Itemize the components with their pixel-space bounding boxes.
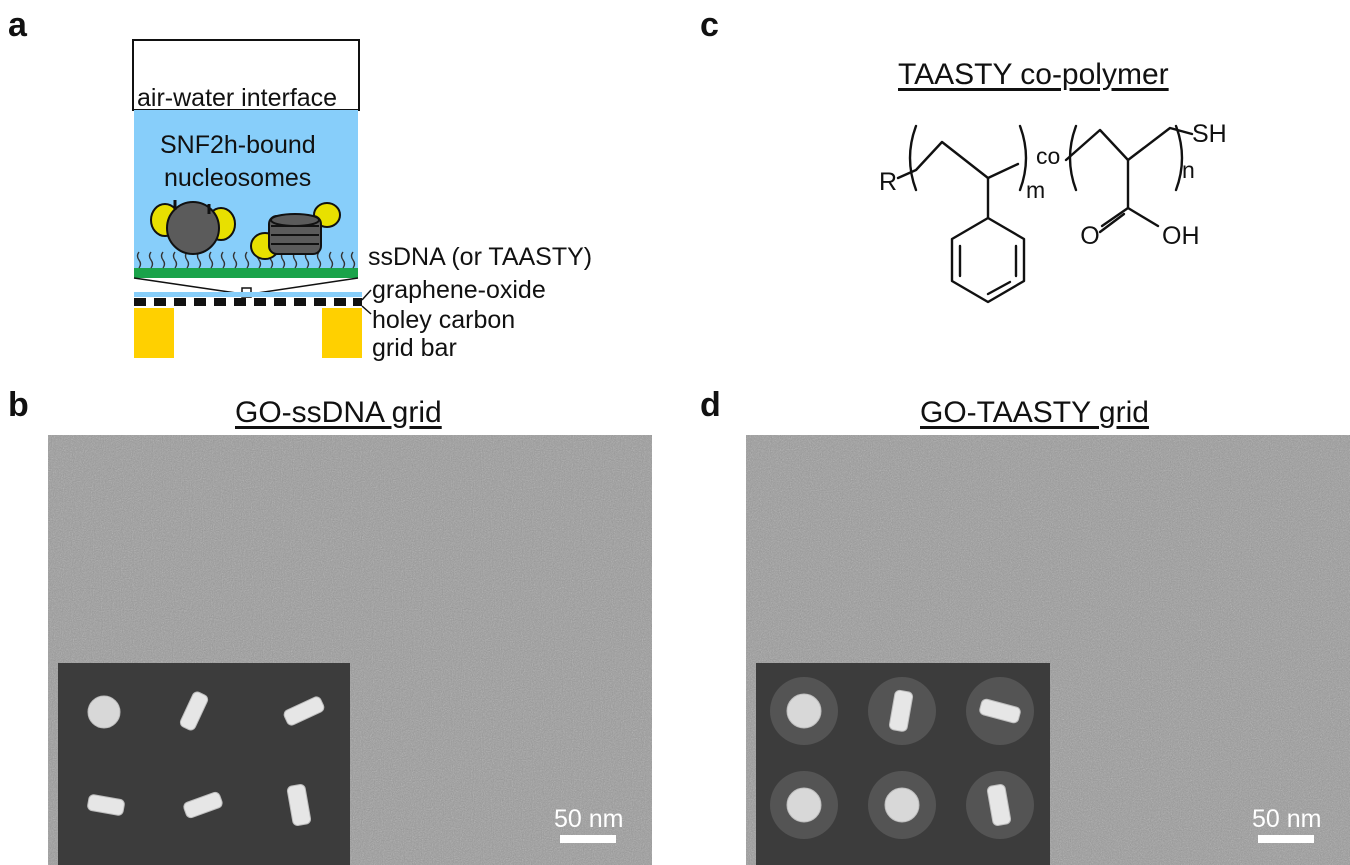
- holey-carbon-layer: [134, 298, 362, 306]
- air-water-interface-label: air-water interface: [137, 84, 338, 112]
- taasty-structure: R m co n SH O OH: [879, 120, 1227, 304]
- atom-sh: SH: [1192, 120, 1227, 148]
- air-region: [132, 39, 360, 111]
- taasty-title: TAASTY co-polymer: [898, 58, 1169, 91]
- ssdna-layer: [134, 268, 358, 278]
- panel-letter-b: b: [8, 386, 29, 424]
- subscript-m: m: [1026, 177, 1045, 203]
- subscript-n: n: [1182, 157, 1195, 183]
- nucleosomes-label: nucleosomes: [164, 164, 312, 192]
- graphene-oxide-label: graphene-oxide: [372, 276, 546, 304]
- panel-letter-d: d: [700, 386, 721, 424]
- grid-bar-left: [134, 308, 174, 358]
- scale-label-b: 50 nm: [554, 805, 624, 833]
- atom-co: co: [1036, 143, 1060, 169]
- class-average-particles: [87, 691, 325, 826]
- micrograph-d: 50 nm: [746, 435, 1350, 865]
- class-averages-inset-b: [58, 663, 350, 865]
- ssdna-label: ssDNA (or TAASTY): [368, 243, 593, 271]
- go-ssdna-title: GO-ssDNA grid: [235, 396, 442, 429]
- panel-a-schematic: [132, 39, 372, 358]
- class-average-particles: [786, 689, 1021, 826]
- panel-letter-c: c: [700, 6, 719, 44]
- panel-letter-a: a: [8, 6, 27, 44]
- graphene-oxide-layer: [134, 292, 362, 297]
- scale-label-d: 50 nm: [1252, 805, 1322, 833]
- micrograph-b: 50 nm: [48, 435, 652, 865]
- atom-oh: OH: [1162, 222, 1200, 250]
- grid-bar-right: [322, 308, 362, 358]
- atom-o: O: [1080, 222, 1099, 250]
- snf2h-label: SNF2h-bound: [160, 131, 316, 159]
- go-taasty-title: GO-TAASTY grid: [920, 396, 1149, 429]
- nucleosome-topview-icon: [150, 200, 236, 255]
- holey-carbon-label: holey carbon: [372, 306, 516, 334]
- class-averages-inset-d: [756, 663, 1050, 865]
- nucleosome-sideview-icon: [250, 202, 341, 260]
- atom-r: R: [879, 168, 897, 196]
- grid-bar-label: grid bar: [372, 334, 457, 362]
